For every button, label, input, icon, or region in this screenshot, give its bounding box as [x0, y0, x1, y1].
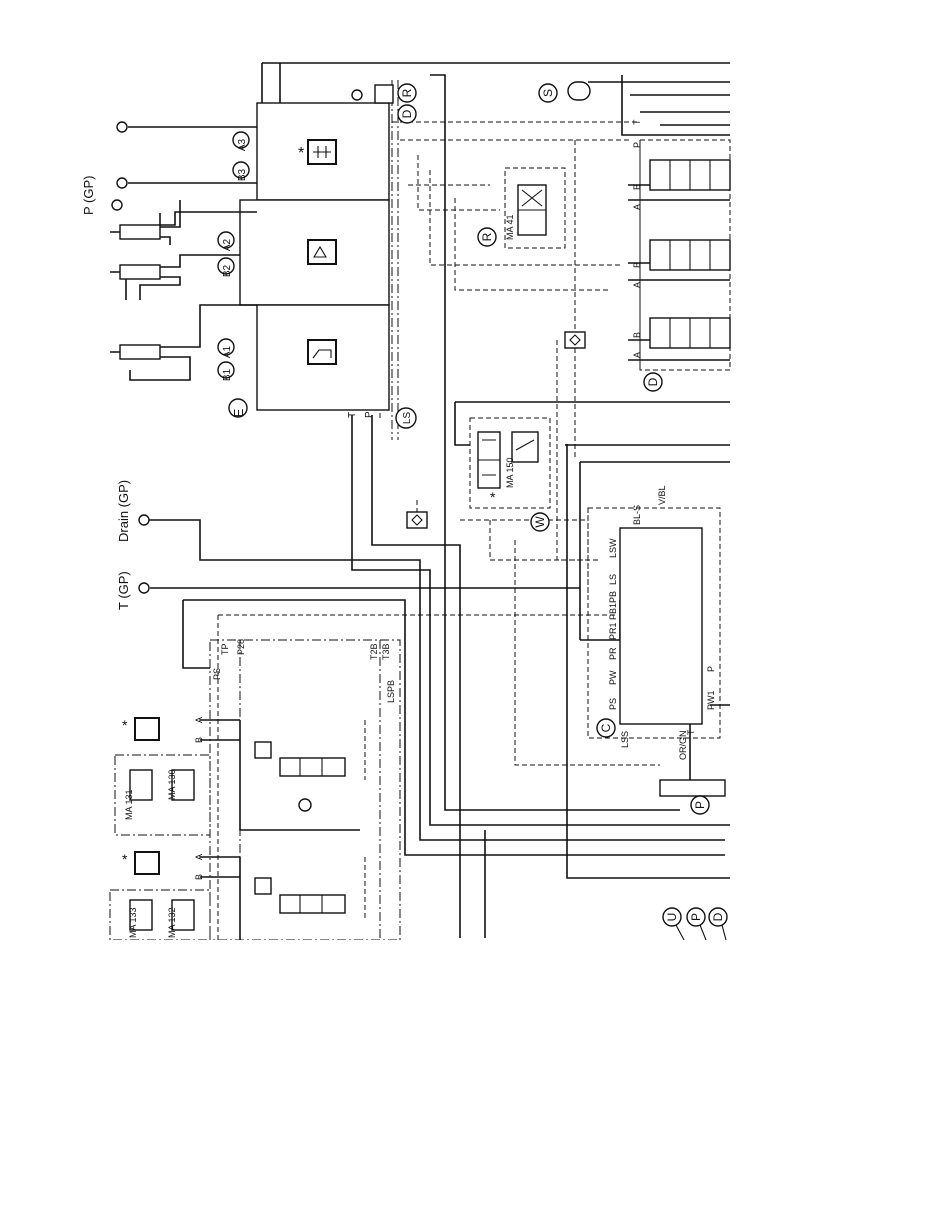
block-e-asterisk: *: [298, 145, 304, 162]
left-label-a1: A: [194, 717, 204, 723]
valve-w-ma: MA 150: [505, 457, 515, 488]
block-d-pin-a1: A: [632, 204, 642, 210]
block-d-pin-a3: A: [632, 352, 642, 358]
drain-gp-label: Drain (GP): [116, 480, 131, 542]
solenoid-icon: [134, 851, 160, 875]
valve-w-label: W: [533, 516, 547, 528]
left-ma-130: MA 130: [167, 769, 177, 800]
controller-pin-lss: LSS: [620, 731, 630, 748]
valve-w-asterisk: *: [490, 489, 496, 505]
controller-c-label: C: [599, 723, 613, 732]
left-ma-133: MA 133: [128, 907, 138, 938]
controller-pin-pw: PW: [608, 670, 618, 685]
left-valves: * * PS TP P28 T2B T3B LSPB A B A B MA 13…: [109, 639, 401, 941]
controller-pin-pr1: PR1: [608, 622, 618, 640]
block-d-pin-p: P: [632, 142, 642, 148]
pin-p-label: P: [364, 411, 375, 418]
quick-coupler-icon: [138, 582, 150, 594]
controller-c: C LSS PS PW PR PR1 PB1 PB LS LSW BL-S V/…: [587, 485, 721, 790]
left-ma-132: MA 132: [167, 907, 177, 938]
left-label-lspb: LSPB: [386, 680, 396, 703]
wire-p: P: [706, 666, 716, 672]
quick-coupler-icon: [116, 177, 128, 189]
block-d-label: D: [646, 377, 660, 386]
block-d: D A B A B A B P T: [628, 119, 731, 392]
valve-r-ma: MA 41: [505, 214, 515, 240]
block-e: A3 B3 A2 B2 A1 B1 E * T P LS: [217, 102, 417, 429]
valve-w: W MA 150 *: [469, 417, 551, 532]
block-p-label: P: [693, 801, 707, 809]
left-label-ps: PS: [212, 668, 222, 680]
port-b2-label: B2: [222, 264, 233, 277]
solenoid-icon: [134, 717, 160, 741]
block-d-pin-a2: A: [632, 282, 642, 288]
controller-pin-pr: PR: [608, 647, 618, 660]
port-b1-label: B1: [222, 368, 233, 381]
t-gp-label: T (GP): [116, 571, 131, 610]
port-b3-label: B3: [237, 168, 248, 181]
spring-icon: [307, 339, 337, 365]
controller-pin-ps: PS: [608, 698, 618, 710]
left-label-a2: A: [194, 854, 204, 860]
valve-r: R MA 41: [477, 167, 566, 249]
wire-v-bl: V/BL: [657, 485, 667, 505]
wire-pw1: PW1: [706, 690, 716, 710]
left-label-b1: B: [194, 737, 204, 743]
bottom-p-label: P: [689, 913, 703, 921]
port-pickups: [111, 89, 363, 594]
sensor-icon: [307, 239, 337, 265]
pin-ls-label: LS: [402, 412, 413, 425]
block-p: P: [659, 779, 726, 815]
main-pipes: [128, 62, 730, 938]
left-label-tp: TP: [220, 643, 230, 655]
left-label-b2: B: [194, 874, 204, 880]
pilot-lines: [217, 80, 700, 940]
left-label-t3b: T3B: [381, 643, 391, 660]
bottom-d-label: D: [711, 912, 725, 921]
block-r-top-label: R: [400, 88, 414, 97]
controller-pin-ls: LS: [608, 574, 618, 585]
left-asterisk-2: *: [122, 851, 128, 867]
block-d-pin-b2: B: [632, 262, 642, 268]
block-e-label: E: [231, 408, 246, 417]
left-asterisk-1: *: [122, 717, 128, 733]
p-gp-label: P (GP): [81, 176, 96, 216]
quick-coupler-icon: [111, 199, 123, 211]
sensor-s-label: S: [541, 89, 555, 97]
block-d-pin-b1: B: [632, 184, 642, 190]
controller-pin-lsw: LSW: [608, 538, 618, 558]
pin-t-label: T: [347, 412, 358, 418]
bottom-u-label: U: [665, 913, 679, 922]
cylinders: [110, 200, 257, 381]
block-d-top-label: D: [400, 109, 414, 118]
block-d-pin-t: T: [632, 119, 642, 125]
left-label-t2b: T2B: [369, 643, 379, 660]
wire-bl-s: BL-S: [632, 505, 642, 525]
quick-coupler-icon: [351, 89, 363, 101]
quick-coupler-icon: [116, 121, 128, 133]
port-a1-label: A1: [222, 345, 233, 358]
port-a2-label: A2: [222, 238, 233, 251]
wire-t: T: [686, 729, 696, 735]
wire-or-gn: OR/GN: [678, 730, 688, 760]
sensor-s: S: [538, 81, 591, 103]
dr-markers: D R: [374, 83, 417, 124]
shuttle-valves: [406, 331, 586, 529]
valve-r-label: R: [480, 232, 494, 241]
controller-pin-pb: PB: [608, 591, 618, 603]
controller-pin-pb1: PB1: [608, 603, 618, 620]
bottom-markers: U P D: [662, 907, 728, 941]
quick-coupler-icon: [138, 514, 150, 526]
left-label-p28: P28: [236, 639, 246, 655]
port-a3-label: A3: [237, 138, 248, 151]
block-d-pin-b3: B: [632, 332, 642, 338]
left-ma-131: MA 131: [124, 789, 134, 820]
